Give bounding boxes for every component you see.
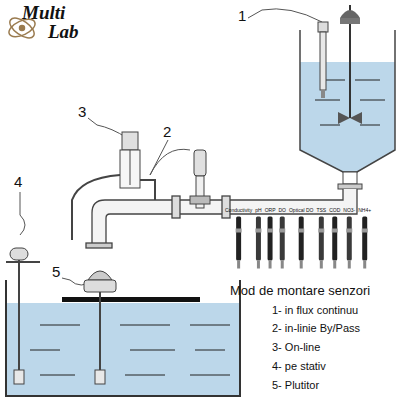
- sensor-icon: [362, 217, 368, 269]
- sensor-name: NH4+: [358, 208, 371, 214]
- pipe: [86, 189, 357, 248]
- sensor-name: Optical DO: [289, 208, 313, 214]
- sensor-name: COD: [329, 208, 340, 214]
- legend-item: 3- On-line: [272, 341, 320, 353]
- callout-number: 5: [52, 264, 60, 281]
- sensor-name: ORP: [265, 208, 276, 214]
- sensor-name: DO: [278, 208, 286, 214]
- legend-heading: Mod de montare senzori: [230, 284, 370, 298]
- legend-item: 5- Plutitor: [272, 379, 319, 391]
- sensor-icon: [318, 217, 324, 269]
- legend-item: 1- in flux continuu: [272, 304, 358, 316]
- process-tank: [300, 5, 395, 189]
- sensor-icon: [267, 217, 273, 269]
- sensor-icon-row: [236, 217, 368, 269]
- callout-number: 1: [238, 8, 246, 25]
- sensor-name: pH: [255, 208, 261, 214]
- logo-text: Lab: [48, 22, 79, 43]
- logo-text: Multi: [22, 3, 65, 24]
- sensor-icon: [255, 217, 261, 269]
- legend-item: 4- pe stativ: [272, 360, 326, 372]
- sensor-4: [6, 200, 40, 384]
- callout-number: 4: [14, 174, 22, 191]
- sensor-icon: [346, 217, 352, 269]
- callout-number: 2: [163, 124, 171, 141]
- sensor-icon: [332, 217, 338, 269]
- sensor-5: [70, 271, 116, 384]
- sensor-icon: [279, 217, 285, 269]
- sensor-1: [262, 9, 328, 98]
- sensor-name: NO3-: [343, 208, 355, 214]
- sensor-3: [72, 125, 155, 240]
- open-tank: [6, 280, 240, 396]
- sensor-icon: [236, 217, 242, 269]
- sensor-name: Conductivity: [225, 208, 252, 214]
- legend-item: 2- in-linie By/Pass: [272, 322, 360, 334]
- sensor-name: TSS: [316, 208, 326, 214]
- sensor-icon: [298, 217, 304, 269]
- leader-lines: [20, 10, 262, 280]
- callout-number: 3: [78, 104, 86, 121]
